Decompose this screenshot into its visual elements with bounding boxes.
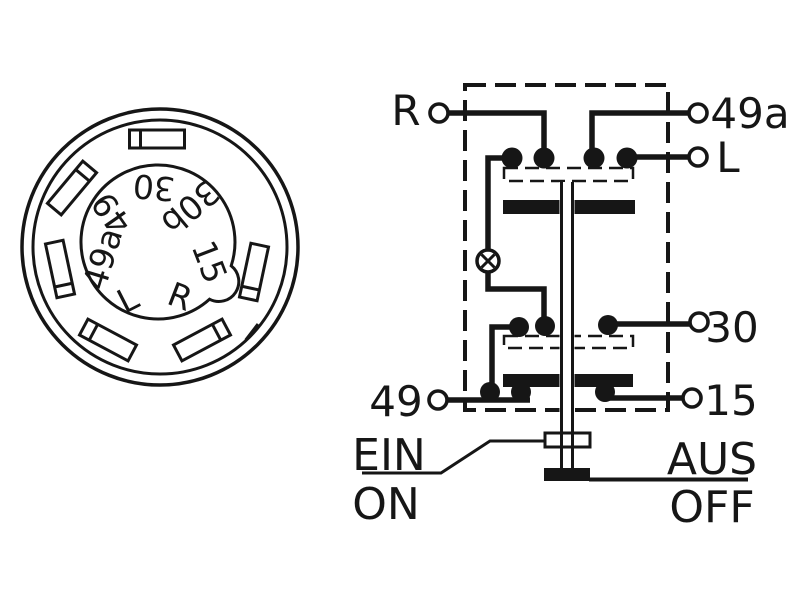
position-ein-label: EIN	[352, 430, 426, 481]
contact-dot	[583, 147, 605, 169]
terminal-30-circle	[688, 311, 710, 333]
terminal-R-circle	[428, 102, 450, 124]
shaft-knob	[544, 468, 590, 481]
position-off-label: OFF	[669, 482, 754, 533]
terminal-15-circle	[681, 387, 703, 409]
terminal-49-circle	[427, 389, 449, 411]
contact-dot	[616, 147, 638, 169]
contact-dots	[480, 147, 638, 402]
shaft-channel	[559, 182, 575, 470]
position-on-label: ON	[352, 479, 420, 530]
lug-divider	[241, 284, 260, 292]
connector-lug-bottom-right	[171, 317, 233, 363]
switch-housing-outline	[463, 83, 670, 412]
contact-dot	[501, 147, 523, 169]
wire-lamp-return	[485, 271, 547, 322]
indicator-lamp-icon	[475, 248, 501, 274]
wire-49a	[589, 110, 689, 152]
contact-dot	[535, 316, 555, 336]
terminal-49a-label: 49a	[710, 89, 789, 138]
shaft-crossbar	[543, 431, 592, 449]
circuit-schematic: R 49a L 30 15 49 EIN ON AUS OFF	[352, 83, 790, 533]
terminal-30-label: 30	[705, 303, 758, 352]
connector-hub-circle	[79, 163, 241, 321]
terminal-circles	[427, 102, 710, 411]
connector-outer-circle	[20, 107, 300, 387]
connector-lug-top	[128, 128, 186, 150]
contact-dot	[480, 382, 500, 402]
lug-divider	[54, 281, 73, 289]
lug-divider	[211, 323, 223, 341]
terminal-L-label: L	[716, 133, 740, 182]
connector-lug-left	[43, 238, 77, 300]
svg-text:30: 30	[131, 166, 176, 209]
on-position-line	[362, 439, 545, 475]
connector-ring-circle	[31, 118, 289, 376]
connector-label-L: L	[111, 278, 146, 321]
svg-text:L: L	[111, 278, 146, 321]
connector-label-30: 30	[131, 166, 176, 209]
terminal-15-label: 15	[704, 376, 757, 425]
position-aus-label: AUS	[667, 434, 757, 485]
contact-dot	[533, 147, 555, 169]
contact-dot	[598, 315, 618, 335]
terminal-R-label: R	[391, 86, 420, 135]
connector-rear-view: 30 30b 15 R L 49a 49	[20, 107, 300, 387]
terminal-49-label: 49	[369, 377, 422, 426]
connector-lug-upper-left	[45, 159, 99, 217]
contact-dot	[509, 317, 529, 337]
connector-index-mark	[244, 323, 260, 341]
terminal-L-circle	[687, 146, 709, 168]
connector-lug-bottom-left	[77, 317, 139, 363]
lug-divider	[87, 323, 99, 341]
contact-strip-upper	[502, 166, 635, 183]
terminal-49a-circle	[687, 102, 709, 124]
connector-lug-right	[237, 241, 271, 303]
wire-R	[448, 110, 547, 152]
lug-divider	[74, 168, 91, 183]
